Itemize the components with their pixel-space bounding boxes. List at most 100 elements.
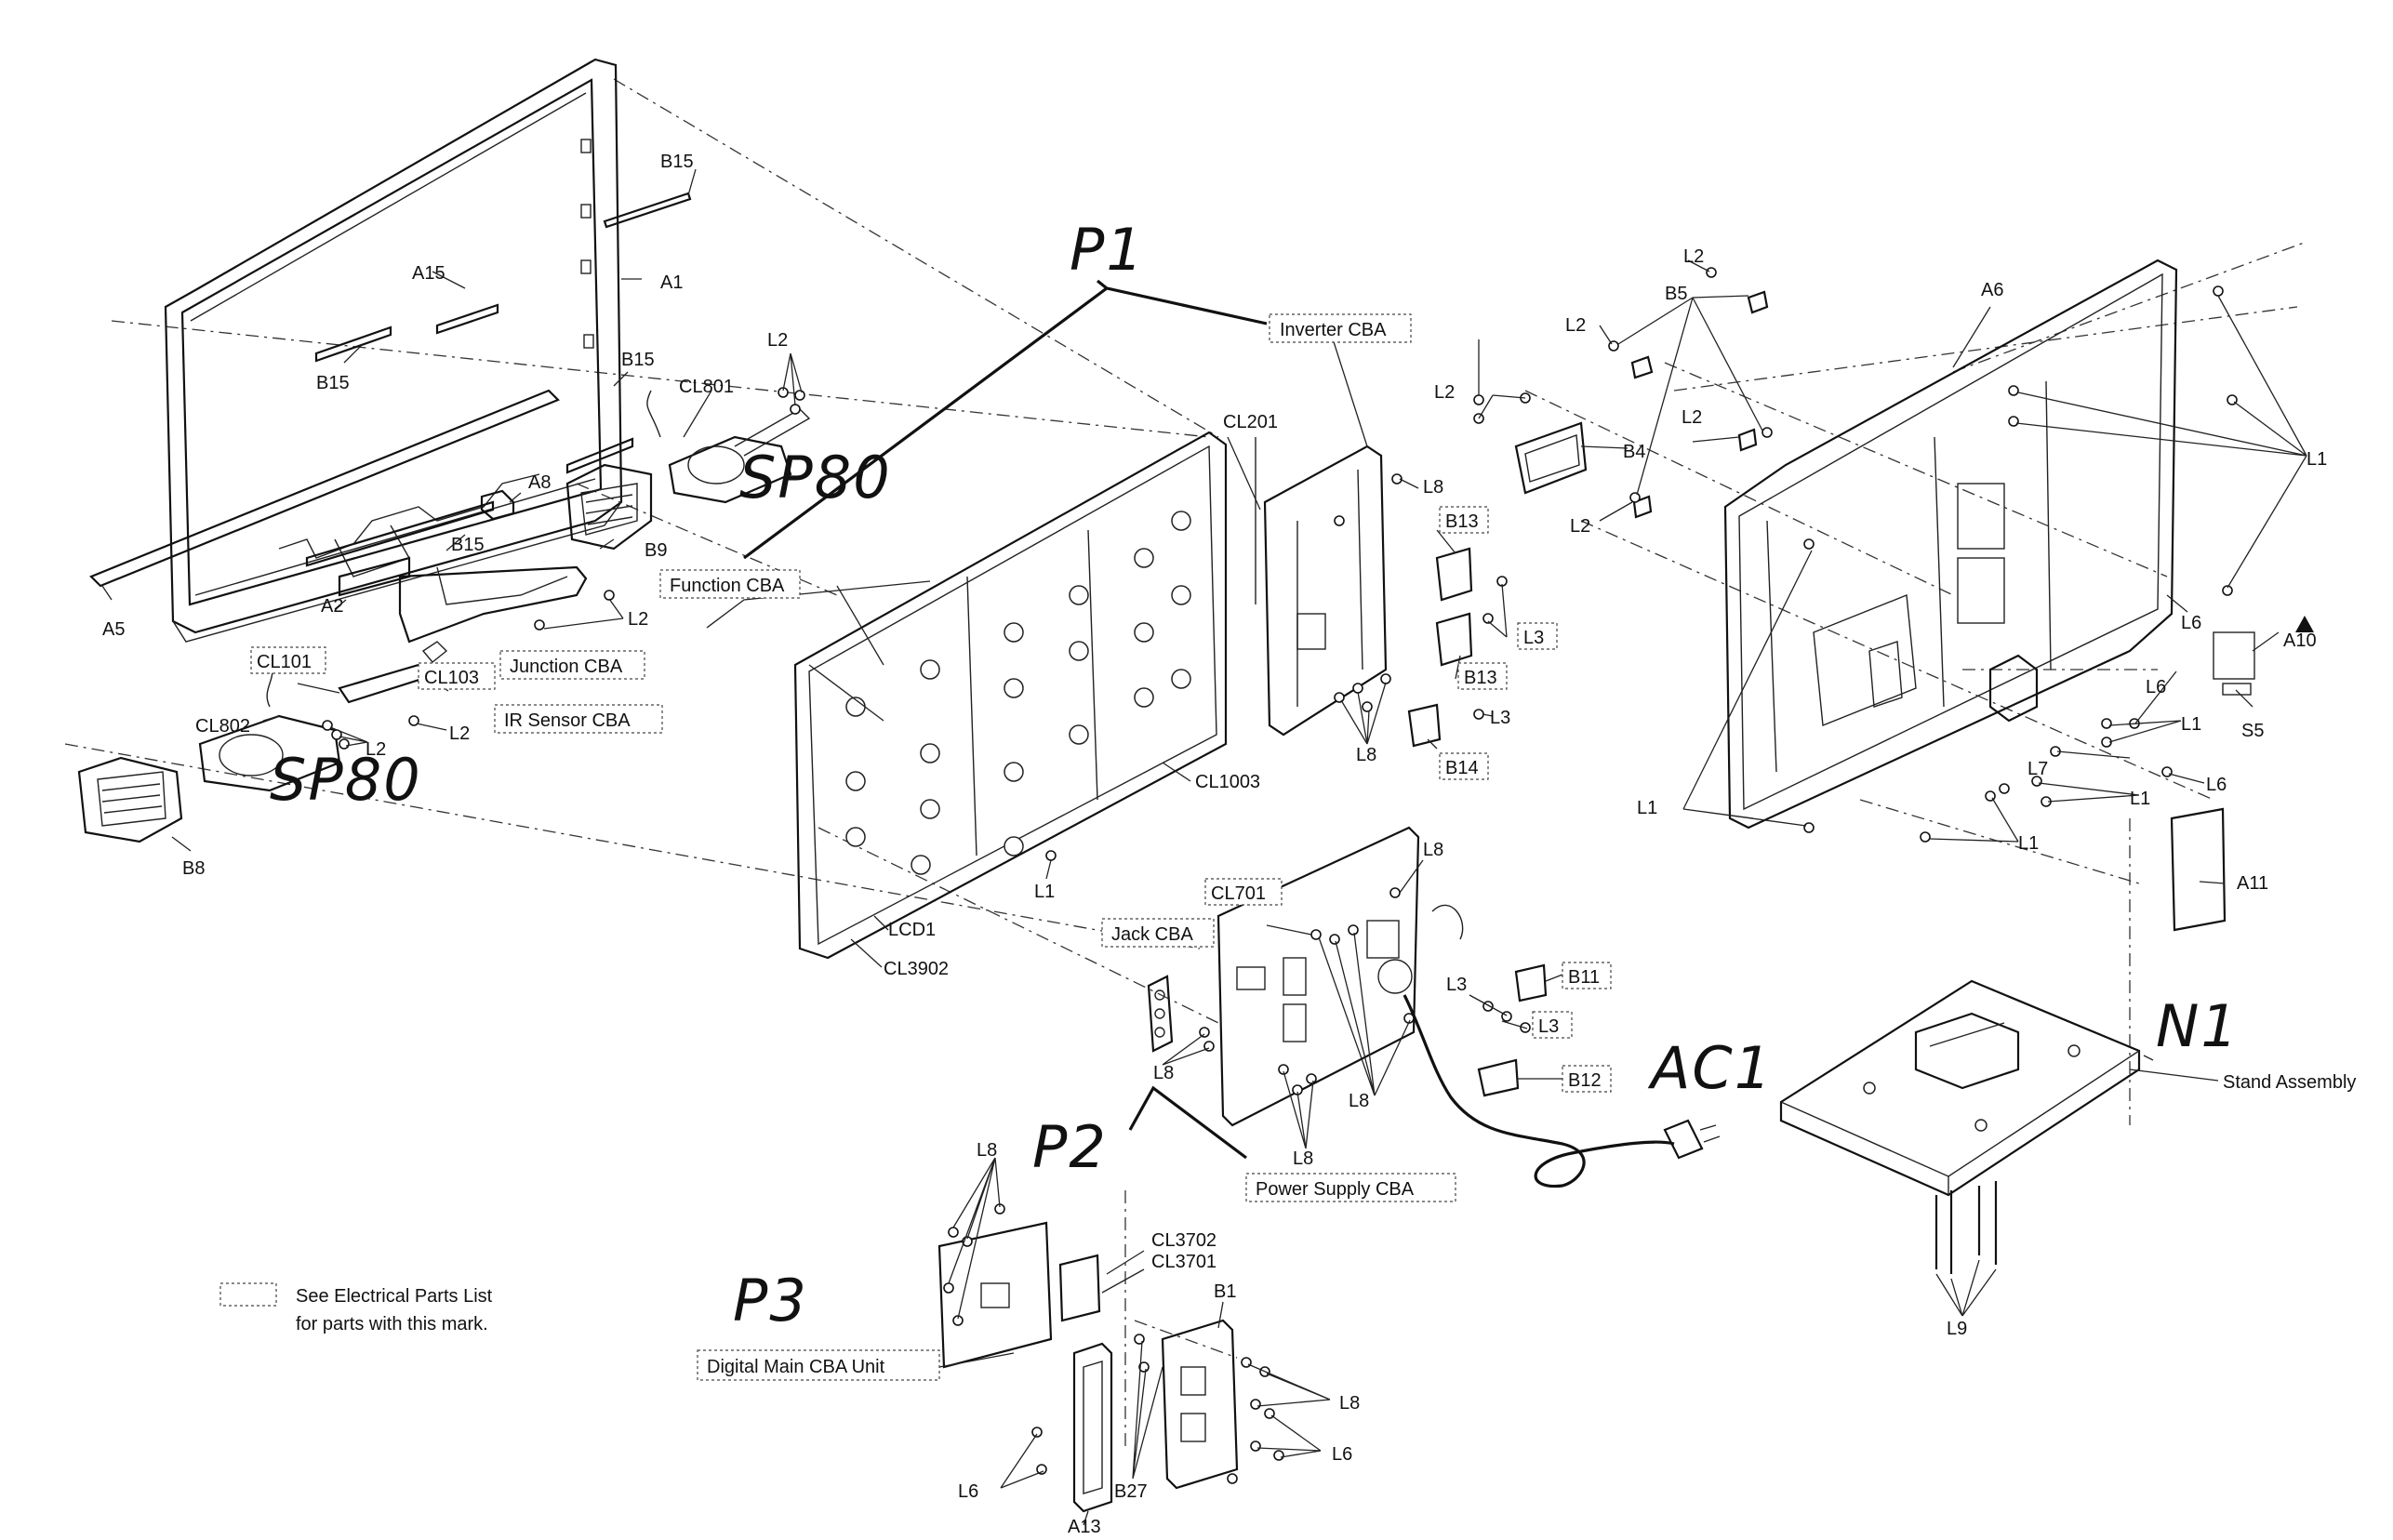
- label-b9: B9: [645, 540, 667, 561]
- label-l2: L2: [449, 724, 470, 744]
- stand-assembly-n1: [1779, 979, 2141, 1197]
- label-l3: L3: [1523, 628, 1544, 648]
- label-cl3702: CL3702: [1151, 1230, 1216, 1251]
- label-l2: L2: [1565, 315, 1586, 336]
- label-b15: B15: [660, 152, 694, 172]
- lcd-panel-lcd1: [793, 431, 1256, 960]
- label-digital-main-cba-unit: Digital Main CBA Unit: [707, 1357, 885, 1377]
- label-a8: A8: [528, 472, 551, 493]
- label-b13: B13: [1445, 511, 1479, 532]
- handwritten-p3: P3: [733, 1267, 808, 1334]
- boxed-labels: Inverter CBA Function CBA Junction CBA I…: [250, 313, 1612, 1381]
- label-l1: L1: [2181, 714, 2201, 735]
- legend-line-2: for parts with this mark.: [296, 1314, 488, 1334]
- label-a6: A6: [1981, 280, 2003, 300]
- label-l6: L6: [958, 1481, 978, 1502]
- label-b15: B15: [621, 350, 655, 370]
- warning-triangle-icon: [2295, 616, 2314, 632]
- handwritten-p1: P1: [1070, 216, 1145, 284]
- label-a2: A2: [321, 596, 343, 617]
- label-l3: L3: [1538, 1016, 1559, 1037]
- label-l3: L3: [1446, 975, 1467, 995]
- rear-cabinet-a6: [1723, 259, 2255, 932]
- label-s5: S5: [2241, 721, 2264, 741]
- label-cl3701: CL3701: [1151, 1252, 1216, 1272]
- label-l8: L8: [1339, 1393, 1360, 1414]
- label-b14: B14: [1445, 758, 1479, 778]
- label-b27: B27: [1114, 1481, 1148, 1502]
- part-labels: B15 A1 A15 B15 B15 CL801 L2 A8 B9 B15 A5…: [102, 152, 2356, 1537]
- label-b12: B12: [1568, 1070, 1602, 1091]
- label-l2: L2: [628, 609, 648, 630]
- label-inverter-cba: Inverter CBA: [1280, 320, 1387, 340]
- label-b15: B15: [316, 373, 350, 393]
- bracket-b9: [565, 463, 653, 551]
- label-a10: A10: [2283, 631, 2317, 651]
- label-l8: L8: [1423, 840, 1443, 860]
- alignment-lines: [64, 78, 2307, 1451]
- label-b5: B5: [1665, 284, 1687, 304]
- label-jack-cba: Jack CBA: [1111, 924, 1193, 945]
- label-cl3902: CL3902: [884, 959, 949, 979]
- label-stand-assembly: Stand Assembly: [2223, 1072, 2356, 1093]
- label-b8: B8: [182, 858, 205, 879]
- handwritten-sp80: SP80: [270, 746, 422, 814]
- brackets-b4-b5: [1514, 290, 1769, 519]
- brackets-b13-b14: [1407, 547, 1473, 748]
- label-l2: L2: [1570, 516, 1590, 537]
- legend-mark: [219, 1282, 277, 1307]
- label-l2: L2: [767, 330, 788, 351]
- label-l1: L1: [2307, 449, 2327, 470]
- label-l2: L2: [1682, 407, 1702, 428]
- label-a13: A13: [1068, 1517, 1101, 1537]
- leader-lines: [101, 168, 2307, 1526]
- label-l6: L6: [2181, 613, 2201, 633]
- label-power-supply-cba: Power Supply CBA: [1256, 1179, 1415, 1200]
- handwritten-annotations: P1 SP80 SP80 AC1 P2 P3 N1: [270, 216, 2240, 1334]
- label-l8: L8: [977, 1140, 997, 1161]
- label-b1: B1: [1214, 1281, 1236, 1302]
- label-l9: L9: [1947, 1319, 1967, 1339]
- label-a11: A11: [2237, 873, 2268, 894]
- label-cl801: CL801: [679, 377, 734, 397]
- handwritten-n1: N1: [2156, 992, 2240, 1060]
- label-cl201: CL201: [1223, 412, 1278, 432]
- legend-line-1: See Electrical Parts List: [296, 1286, 493, 1307]
- board-jack-cba: [1147, 975, 1174, 1053]
- label-lcd1: LCD1: [888, 920, 936, 940]
- label-l7: L7: [2027, 759, 2048, 779]
- label-l8: L8: [1293, 1148, 1313, 1169]
- label-cl101: CL101: [257, 652, 312, 672]
- label-cl802: CL802: [195, 716, 250, 737]
- label-b15: B15: [451, 535, 485, 555]
- handwritten-ac1: AC1: [1647, 1034, 1773, 1102]
- label-l1: L1: [1034, 882, 1055, 902]
- label-l2: L2: [1683, 246, 1704, 267]
- label-l1: L1: [2018, 833, 2039, 854]
- label-l6: L6: [2146, 677, 2166, 697]
- label-function-cba: Function CBA: [670, 576, 785, 596]
- brackets-b11-b12: [1477, 963, 1548, 1097]
- label-l1: L1: [2130, 789, 2150, 809]
- bracket-b8: [77, 756, 183, 843]
- speaker-sp80-right: [646, 390, 811, 504]
- label-l3: L3: [1490, 708, 1510, 728]
- board-inverter-cba: [1263, 445, 1388, 737]
- label-cl701: CL701: [1211, 883, 1266, 904]
- label-ir-sensor-cba: IR Sensor CBA: [504, 710, 631, 731]
- part-a8: [480, 489, 515, 521]
- label-b11: B11: [1568, 967, 1600, 988]
- label-l1: L1: [1637, 798, 1657, 818]
- label-l2: L2: [1434, 382, 1455, 403]
- label-l8: L8: [1153, 1063, 1174, 1083]
- label-cl1003: CL1003: [1195, 772, 1260, 792]
- label-b13: B13: [1464, 668, 1497, 688]
- label-l8: L8: [1356, 745, 1376, 765]
- label-a1: A1: [660, 272, 683, 293]
- label-junction-cba: Junction CBA: [510, 657, 623, 677]
- label-l8: L8: [1423, 477, 1443, 498]
- label-l2: L2: [366, 739, 386, 760]
- screws: [322, 267, 2238, 1484]
- label-l8: L8: [1349, 1091, 1369, 1111]
